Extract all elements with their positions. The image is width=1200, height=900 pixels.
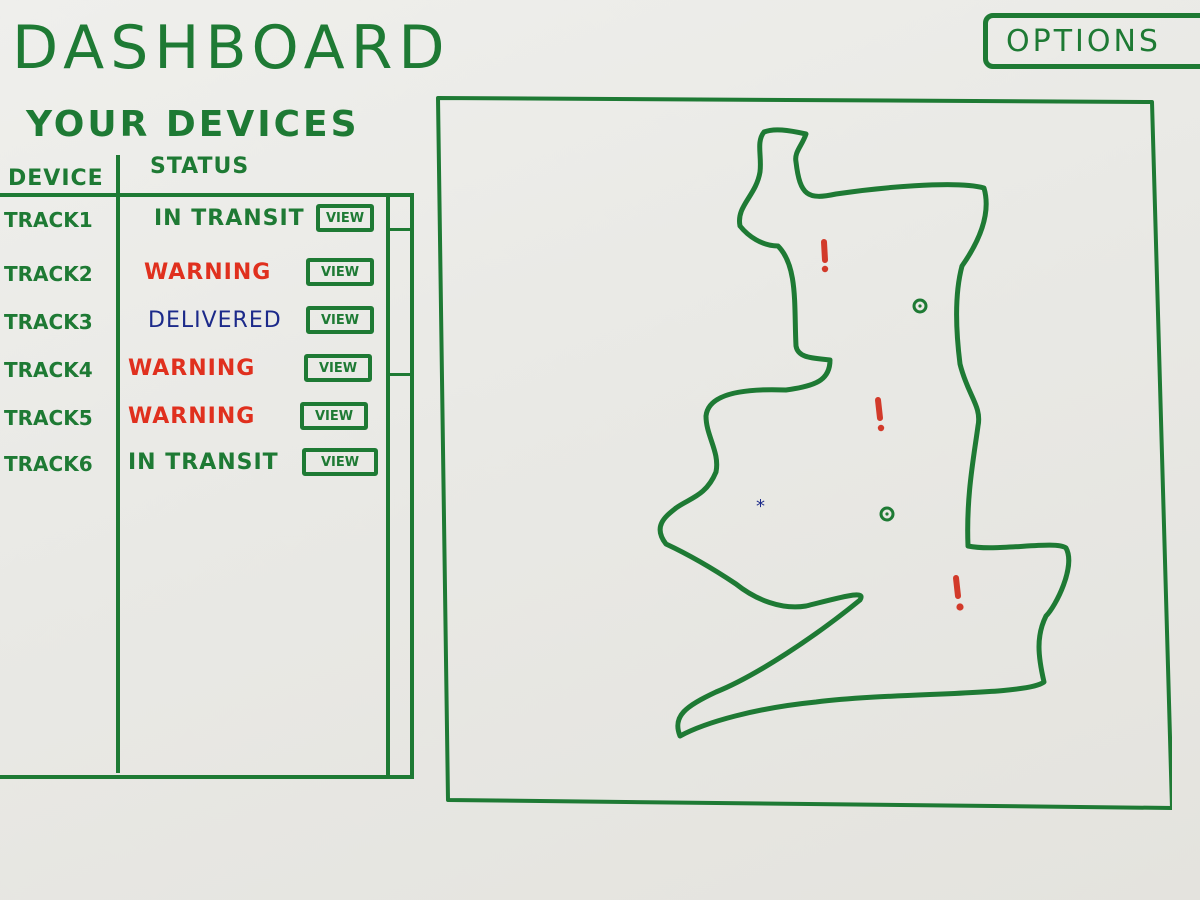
view-button[interactable]: VIEW — [306, 306, 374, 334]
exclamation-icon[interactable] — [953, 575, 964, 611]
circle-marker-icon[interactable] — [879, 506, 895, 522]
table-row: TRACK6 IN TRANSIT VIEW — [0, 444, 386, 484]
column-header-status: STATUS — [150, 154, 250, 179]
device-name: TRACK6 — [4, 452, 93, 476]
device-name: TRACK5 — [4, 406, 93, 430]
status-label: IN TRANSIT — [128, 450, 279, 475]
status-label: WARNING — [128, 356, 256, 381]
devices-table — [0, 193, 414, 779]
map-canvas[interactable]: * — [436, 96, 1174, 810]
view-button[interactable]: VIEW — [304, 354, 372, 382]
table-row: TRACK1 IN TRANSIT VIEW — [0, 200, 386, 240]
view-button[interactable]: VIEW — [316, 204, 374, 232]
table-row: TRACK5 WARNING VIEW — [0, 398, 386, 438]
region-outline — [657, 127, 1072, 739]
view-button[interactable]: VIEW — [300, 402, 368, 430]
column-header-device: DEVICE — [8, 166, 104, 191]
device-name: TRACK1 — [4, 208, 93, 232]
view-button[interactable]: VIEW — [302, 448, 378, 476]
column-divider — [116, 155, 120, 773]
status-label: WARNING — [128, 404, 256, 429]
device-name: TRACK3 — [4, 310, 93, 334]
circle-marker-icon[interactable] — [912, 298, 928, 314]
star-icon[interactable]: * — [756, 496, 765, 517]
exclamation-icon[interactable] — [821, 239, 829, 273]
status-label: IN TRANSIT — [154, 206, 305, 231]
map-panel[interactable]: * — [436, 96, 1174, 810]
device-name: TRACK2 — [4, 262, 93, 286]
status-label: DELIVERED — [148, 308, 282, 333]
options-button[interactable]: OPTIONS — [983, 13, 1200, 69]
table-row: TRACK4 WARNING VIEW — [0, 350, 386, 390]
table-row: TRACK3 DELIVERED VIEW — [0, 302, 386, 342]
status-label: WARNING — [144, 260, 272, 285]
scrollbar-thumb[interactable] — [390, 228, 412, 376]
page-title: DASHBOARD — [12, 13, 451, 83]
devices-section-title: YOUR DEVICES — [26, 104, 360, 145]
device-name: TRACK4 — [4, 358, 93, 382]
table-row: TRACK2 WARNING VIEW — [0, 254, 386, 294]
view-button[interactable]: VIEW — [306, 258, 374, 286]
exclamation-icon[interactable] — [875, 397, 885, 432]
scrollbar-track — [386, 196, 390, 776]
